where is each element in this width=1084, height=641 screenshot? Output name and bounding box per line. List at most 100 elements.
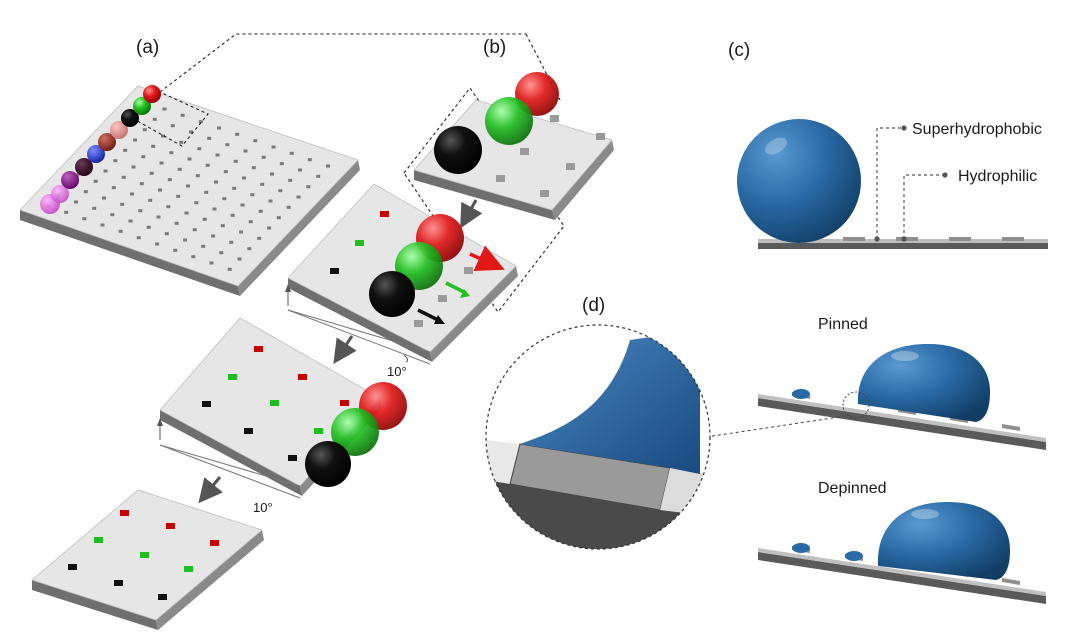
zoom-circle-pinned xyxy=(842,391,870,419)
residual-droplet-1 xyxy=(792,543,810,553)
surface-patch xyxy=(103,169,108,173)
surface-patch xyxy=(217,126,221,130)
surface-patch xyxy=(133,138,137,142)
surface-patch xyxy=(130,192,134,196)
surface-patch xyxy=(155,242,159,246)
surface-patch xyxy=(166,205,171,209)
droplet-green xyxy=(133,97,151,115)
depinned-droplet xyxy=(877,501,1010,580)
surface-patch xyxy=(162,107,167,111)
tilt-angle-label-1: 10° xyxy=(387,364,407,379)
surface-patch xyxy=(128,219,133,223)
surface-patch xyxy=(93,179,98,183)
surface-patch xyxy=(271,145,276,149)
surface-patch xyxy=(146,225,151,229)
surface-patch xyxy=(173,248,178,252)
surface-patch xyxy=(194,201,199,205)
flow-arrow-2 xyxy=(333,335,357,364)
surface-patch xyxy=(110,213,115,217)
surface-patch xyxy=(156,215,161,219)
surface-patch xyxy=(201,244,206,248)
surface-patch xyxy=(174,221,179,225)
surface-patch xyxy=(214,180,218,184)
surface-patch xyxy=(83,190,88,194)
surface-patch xyxy=(189,130,193,134)
surface-patch xyxy=(177,167,182,171)
surface-patch xyxy=(123,148,128,152)
surface-patch xyxy=(197,147,202,151)
surface-patch xyxy=(232,186,237,190)
pinned-label: Pinned xyxy=(818,316,868,333)
surface-patch xyxy=(164,232,169,236)
surface-patch xyxy=(170,124,175,128)
surface-patch xyxy=(100,223,105,227)
surface-patch xyxy=(159,161,164,165)
droplet-purple xyxy=(61,171,79,189)
surface-patch xyxy=(180,113,185,117)
surface-patch xyxy=(113,159,118,163)
surface-patch xyxy=(120,202,125,206)
surface-patch xyxy=(92,206,97,210)
droplet-brown xyxy=(98,133,116,151)
residual-droplet-pinned xyxy=(792,389,810,399)
surface-patch xyxy=(131,165,136,169)
surface-patch xyxy=(243,149,248,153)
surface-patch xyxy=(151,144,156,148)
droplet-blue xyxy=(87,145,105,163)
droplet-black-t1 xyxy=(369,271,415,317)
surface-patch xyxy=(270,172,274,176)
final-plate xyxy=(31,489,264,630)
surface-patch xyxy=(250,193,255,197)
surface-patch xyxy=(205,163,210,167)
zoom-circle-d xyxy=(485,324,711,550)
droplet-black xyxy=(121,109,139,127)
tilted-plate-1: 10° xyxy=(285,183,518,379)
surface-patch xyxy=(142,128,147,132)
surface-patch xyxy=(296,195,301,199)
depinned-state: Depinned xyxy=(758,480,1046,604)
plate-a-droplets xyxy=(40,85,161,214)
surface-patch xyxy=(257,236,262,240)
surface-patch xyxy=(233,159,238,163)
depinned-label: Depinned xyxy=(818,480,887,497)
surface-patch xyxy=(111,186,116,190)
surface-patch xyxy=(202,217,207,221)
surface-patch xyxy=(220,224,225,228)
surface-patch xyxy=(223,170,228,174)
surface-patch xyxy=(261,155,266,159)
surface-patch xyxy=(209,261,214,265)
surface-patch xyxy=(326,164,330,168)
surface-patch xyxy=(207,136,212,140)
surface-patch xyxy=(278,189,283,193)
surface-patch xyxy=(267,226,271,230)
surface-patch xyxy=(251,166,256,170)
surface-patch xyxy=(187,157,192,161)
panel-c-contact: Superhydrophobic Hydrophilic xyxy=(737,119,1048,249)
zoom-connector-line xyxy=(159,33,526,93)
surface-patch xyxy=(195,174,200,178)
surface-patch xyxy=(184,211,189,215)
surface-patch xyxy=(102,196,106,200)
droplet-pink xyxy=(110,121,128,139)
surface-patch xyxy=(316,174,321,178)
panel-label-a: (a) xyxy=(136,37,159,58)
water-droplet-c xyxy=(737,119,861,243)
surface-patch xyxy=(298,168,302,172)
surface-patch xyxy=(222,197,227,201)
surface-patch xyxy=(179,140,184,144)
surface-patch xyxy=(148,198,153,202)
surface-patch xyxy=(239,230,243,234)
droplet-red xyxy=(143,85,161,103)
surface-patch xyxy=(253,139,258,143)
pinned-state: Pinned xyxy=(758,316,1046,450)
surface-patch xyxy=(279,162,284,166)
surface-patch xyxy=(230,213,235,217)
surface-patch xyxy=(149,171,154,175)
surface-patch xyxy=(136,236,141,240)
surface-patch xyxy=(64,210,69,214)
surface-patch xyxy=(139,182,144,186)
surface-patch xyxy=(161,134,165,138)
panel-label-d: (d) xyxy=(582,295,605,316)
